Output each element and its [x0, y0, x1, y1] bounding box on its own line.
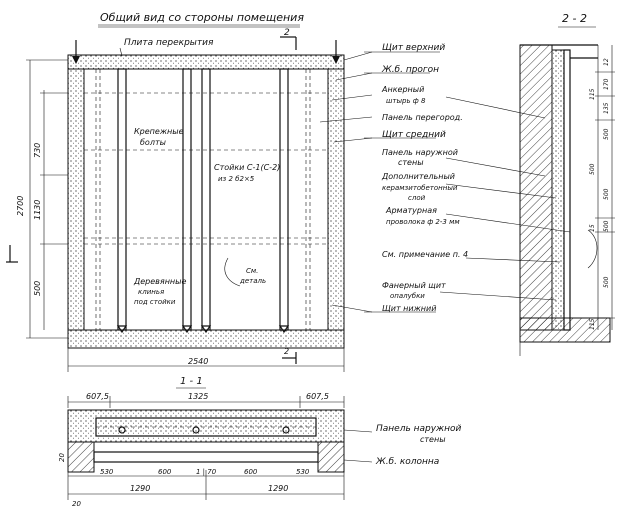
plan-label-column: Ж.б. колонна [375, 457, 439, 467]
right-column [327, 68, 345, 331]
plan-dim-20a: 20 [58, 453, 66, 462]
dim-500: 500 [33, 281, 42, 296]
label-plywood-2: опалубки [390, 292, 425, 300]
section-11-title: 1 - 1 [180, 376, 203, 387]
floor-slab-section [519, 317, 611, 343]
label-ext-panel-2: стены [398, 158, 424, 167]
dim-730: 730 [33, 143, 42, 158]
label-wire-2: проволока ф 2-3 мм [386, 218, 460, 226]
plan-wall-panel [67, 409, 345, 443]
sec-dim-500a: 500 [603, 128, 610, 140]
post-3 [201, 68, 211, 331]
plan-dim-1290a: 1290 [130, 484, 150, 493]
label-bottom-shield: Щит нижний [382, 304, 436, 313]
dim-total-height: 2700 [16, 196, 25, 216]
sec-dim-12: 12 [603, 58, 610, 66]
label-ext-panel-1: Панель наружной [382, 148, 458, 157]
section-11 [67, 396, 373, 500]
plan-dim-1290b: 1290 [268, 484, 288, 493]
label-extra-1: Дополнительный [381, 172, 455, 181]
section-22 [519, 44, 615, 356]
sec-dim-500e: 500 [603, 276, 610, 288]
sec-dim-500c: 500 [603, 188, 610, 200]
plan-dim-530a: 530 [100, 468, 114, 476]
label-bolts-1: Крепежные [134, 127, 184, 136]
label-plywood-1: Фанерный щит [382, 281, 446, 290]
plan-column-right [317, 441, 345, 473]
plan-dim-170: 1 | 70 [196, 468, 217, 476]
label-posts-1: Стойки С-1(С-2) [214, 163, 280, 172]
plan-dim-607a: 607,5 [86, 392, 109, 401]
label-purlin: Ж.б. прогон [381, 65, 439, 75]
plan-dim-607b: 607,5 [306, 392, 329, 401]
label-wedges-2: клинья [138, 288, 164, 296]
label-slab: Плита перекрытия [124, 38, 214, 48]
plan-dim-530b: 530 [296, 468, 310, 476]
section-22-title: 2 - 2 [562, 12, 587, 25]
label-wedges-3: под стойки [134, 298, 176, 306]
label-top-shield: Щит верхний [382, 43, 445, 53]
label-wire-1: Арматурная [385, 206, 437, 215]
label-detail-1: См. [246, 267, 258, 275]
plan-dim-20b: 20 [72, 500, 81, 508]
cut-mark-top: 2 [284, 28, 290, 38]
label-partition: Панель перегород. [382, 113, 463, 122]
plan-dim-600b: 600 [244, 468, 258, 476]
post-2 [182, 68, 192, 331]
dim-total-width: 2540 [188, 357, 208, 366]
left-column [67, 68, 85, 331]
top-slab [67, 54, 345, 70]
wall-panel-section [519, 44, 553, 331]
sec-dim-500b: 500 [589, 163, 596, 175]
label-anchor-1: Анкерный [381, 85, 424, 94]
plan-label-panel-1: Панель наружной [376, 424, 462, 434]
label-wedges-1: Деревянные [133, 277, 186, 286]
sec-dim-15: 15 [589, 224, 596, 232]
plywood-section [563, 49, 571, 331]
plan-column-left [67, 441, 95, 473]
sec-dim-115b: 115 [589, 318, 596, 330]
plan-label-panel-2: стены [420, 435, 446, 444]
label-posts-2: из 2 б2×5 [218, 175, 255, 183]
label-extra-3: слой [408, 194, 426, 202]
left-dimensions [6, 59, 68, 339]
concrete-layer-section [551, 49, 565, 331]
sec-dim-500d: 500 [603, 220, 610, 232]
cut-mark-bottom: 2 [284, 347, 289, 356]
post-4 [279, 68, 289, 331]
sec-dim-135: 135 [603, 102, 610, 114]
bottom-dimensions [67, 348, 345, 372]
leader-lines [319, 51, 571, 313]
plan-dim-600a: 600 [158, 468, 172, 476]
label-extra-2: керамзитобетонный [382, 184, 458, 192]
sec-dim-115: 115 [589, 88, 596, 100]
label-bolts-2: болты [140, 138, 166, 147]
label-note: См. примечание п. 4 [382, 250, 468, 259]
label-anchor-2: штырь ф 8 [386, 97, 426, 105]
post-1 [117, 68, 127, 331]
main-title: Общий вид со стороны помещения [100, 11, 304, 24]
plan-dim-1325: 1325 [188, 392, 208, 401]
sec-dim-170: 170 [603, 78, 610, 90]
label-detail-2: деталь [239, 277, 266, 285]
label-mid-shield: Щит средний [382, 130, 446, 140]
front-view [67, 36, 345, 349]
dim-1130: 1130 [33, 200, 42, 220]
